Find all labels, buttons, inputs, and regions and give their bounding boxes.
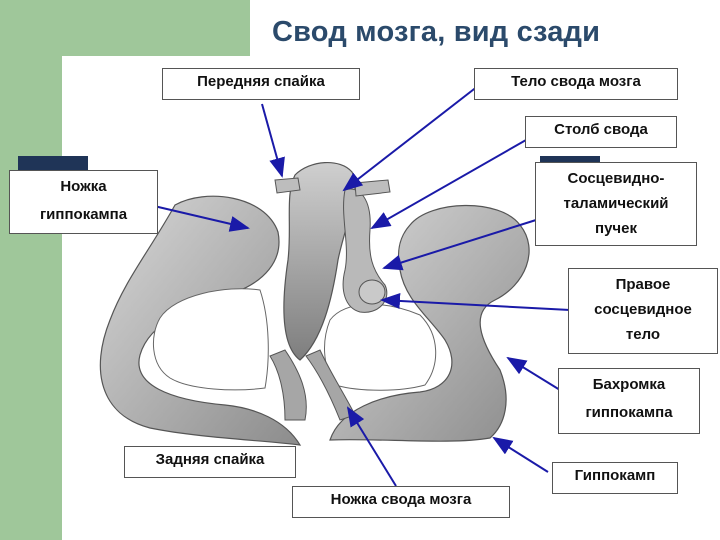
label-body-of-fornix: Тело свода мозга [474,68,678,100]
label-fimbria-hippocampus: Бахромка гиппокампа [558,368,700,434]
label-crus-of-fornix: Ножка свода мозга [292,486,510,518]
arrow-fimbria [508,358,560,390]
label-column-of-fornix: Столб свода [525,116,677,148]
arrow-hippocampus [494,438,548,472]
mammillary-body-shape [359,280,385,304]
label-crus-hippocampus: Ножка гиппокампа [9,170,158,234]
label-posterior-commissure: Задняя спайка [124,446,296,478]
label-mammillothalamic-tract: Сосцевидно- таламический пучек [535,162,697,246]
arrow-body-of-fornix [344,86,478,190]
label-anterior-commissure: Передняя спайка [162,68,360,100]
label-hippocampus: Гиппокамп [552,462,678,494]
label-right-mammillary-body: Правое сосцевидное тело [568,268,718,354]
arrow-anterior-commissure [262,104,282,176]
